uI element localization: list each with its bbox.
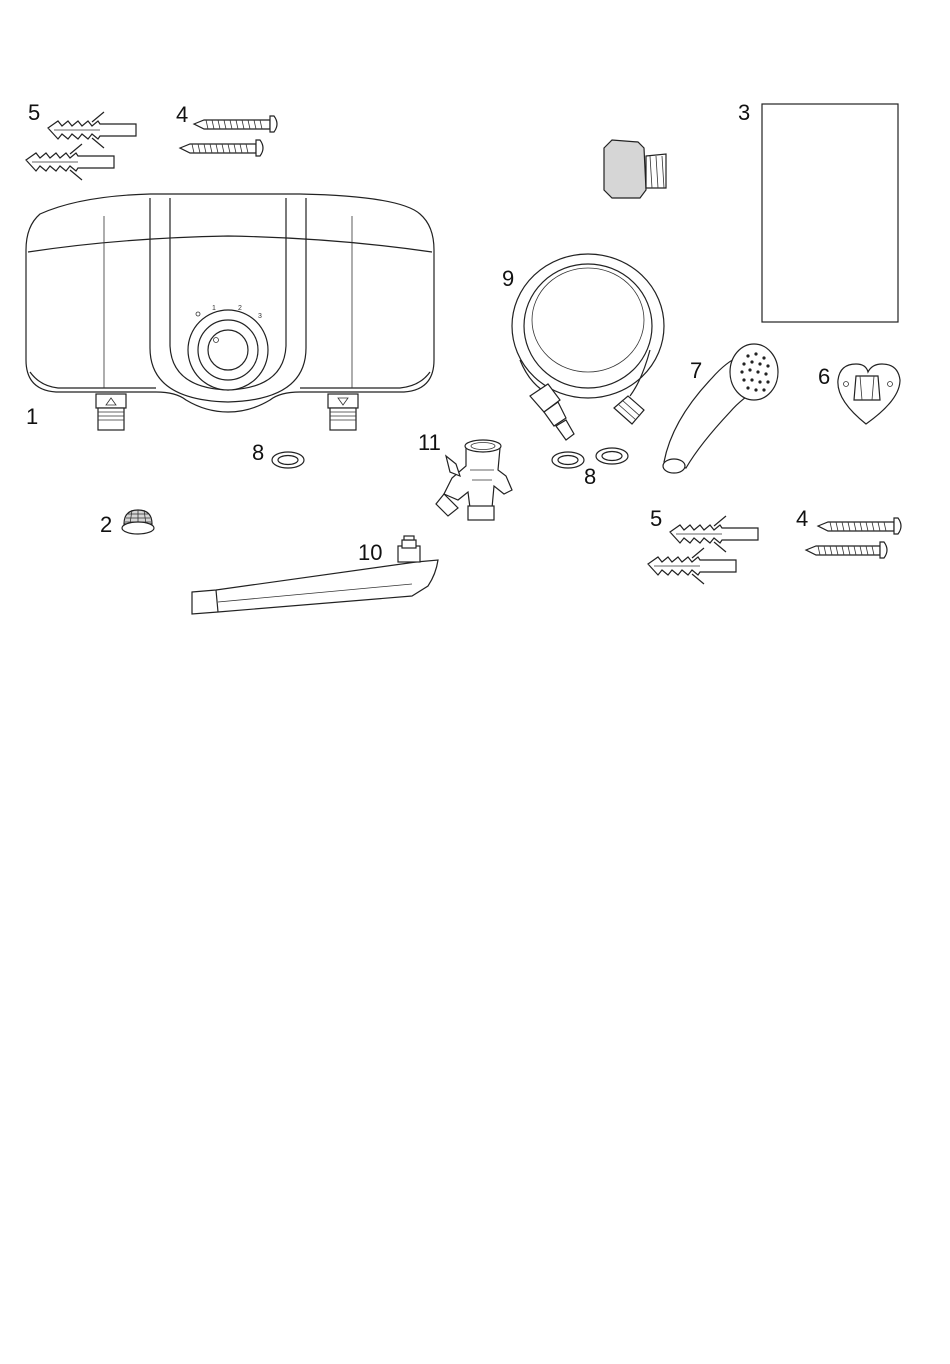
anchor-4 <box>648 548 736 584</box>
showerhead <box>663 344 778 473</box>
callout-6: 6 <box>818 364 830 389</box>
tee-connector <box>436 440 512 520</box>
anchor-2 <box>26 144 114 180</box>
parts-diagram: 1 2 3 <box>0 0 950 640</box>
screw-2 <box>180 140 263 156</box>
gasket-left <box>272 452 304 468</box>
callout-5-bottom: 5 <box>650 506 662 531</box>
callout-7: 7 <box>690 358 702 383</box>
shower-hose <box>512 254 664 440</box>
screw-1 <box>194 116 277 132</box>
filter-mesh <box>122 510 154 534</box>
hose-end-left <box>530 384 574 440</box>
wall-anchors-bottom <box>648 516 758 584</box>
inlet-fitting <box>96 394 126 430</box>
callout-2: 2 <box>100 512 112 537</box>
hose-connector <box>604 140 666 198</box>
anchor-3 <box>670 516 758 552</box>
screws-bottom <box>806 518 901 558</box>
callout-4-bottom: 4 <box>796 506 808 531</box>
water-heater: 1 2 3 <box>26 194 434 430</box>
callout-9: 9 <box>502 266 514 291</box>
screws-top <box>180 116 277 156</box>
callout-11: 11 <box>418 430 441 455</box>
swivel-spout <box>192 536 438 614</box>
callout-8-left: 8 <box>252 440 264 465</box>
callout-1: 1 <box>26 404 38 429</box>
wall-anchors-top <box>26 112 136 180</box>
hose-end-right <box>614 396 644 424</box>
callout-4-top: 4 <box>176 102 188 127</box>
anchor-1 <box>48 112 136 148</box>
instruction-manual <box>762 104 898 322</box>
dial-mark-1: 1 <box>212 305 216 312</box>
shower-holder <box>838 364 900 424</box>
screw-3 <box>818 518 901 534</box>
callout-5-top: 5 <box>28 100 40 125</box>
dial-mark-3: 3 <box>258 313 262 320</box>
screw-4 <box>806 542 887 558</box>
outlet-fitting <box>328 394 358 430</box>
callout-3: 3 <box>738 100 750 125</box>
dial-mark-2: 2 <box>238 305 242 312</box>
callout-8-right: 8 <box>584 464 596 489</box>
callout-10: 10 <box>358 540 382 565</box>
